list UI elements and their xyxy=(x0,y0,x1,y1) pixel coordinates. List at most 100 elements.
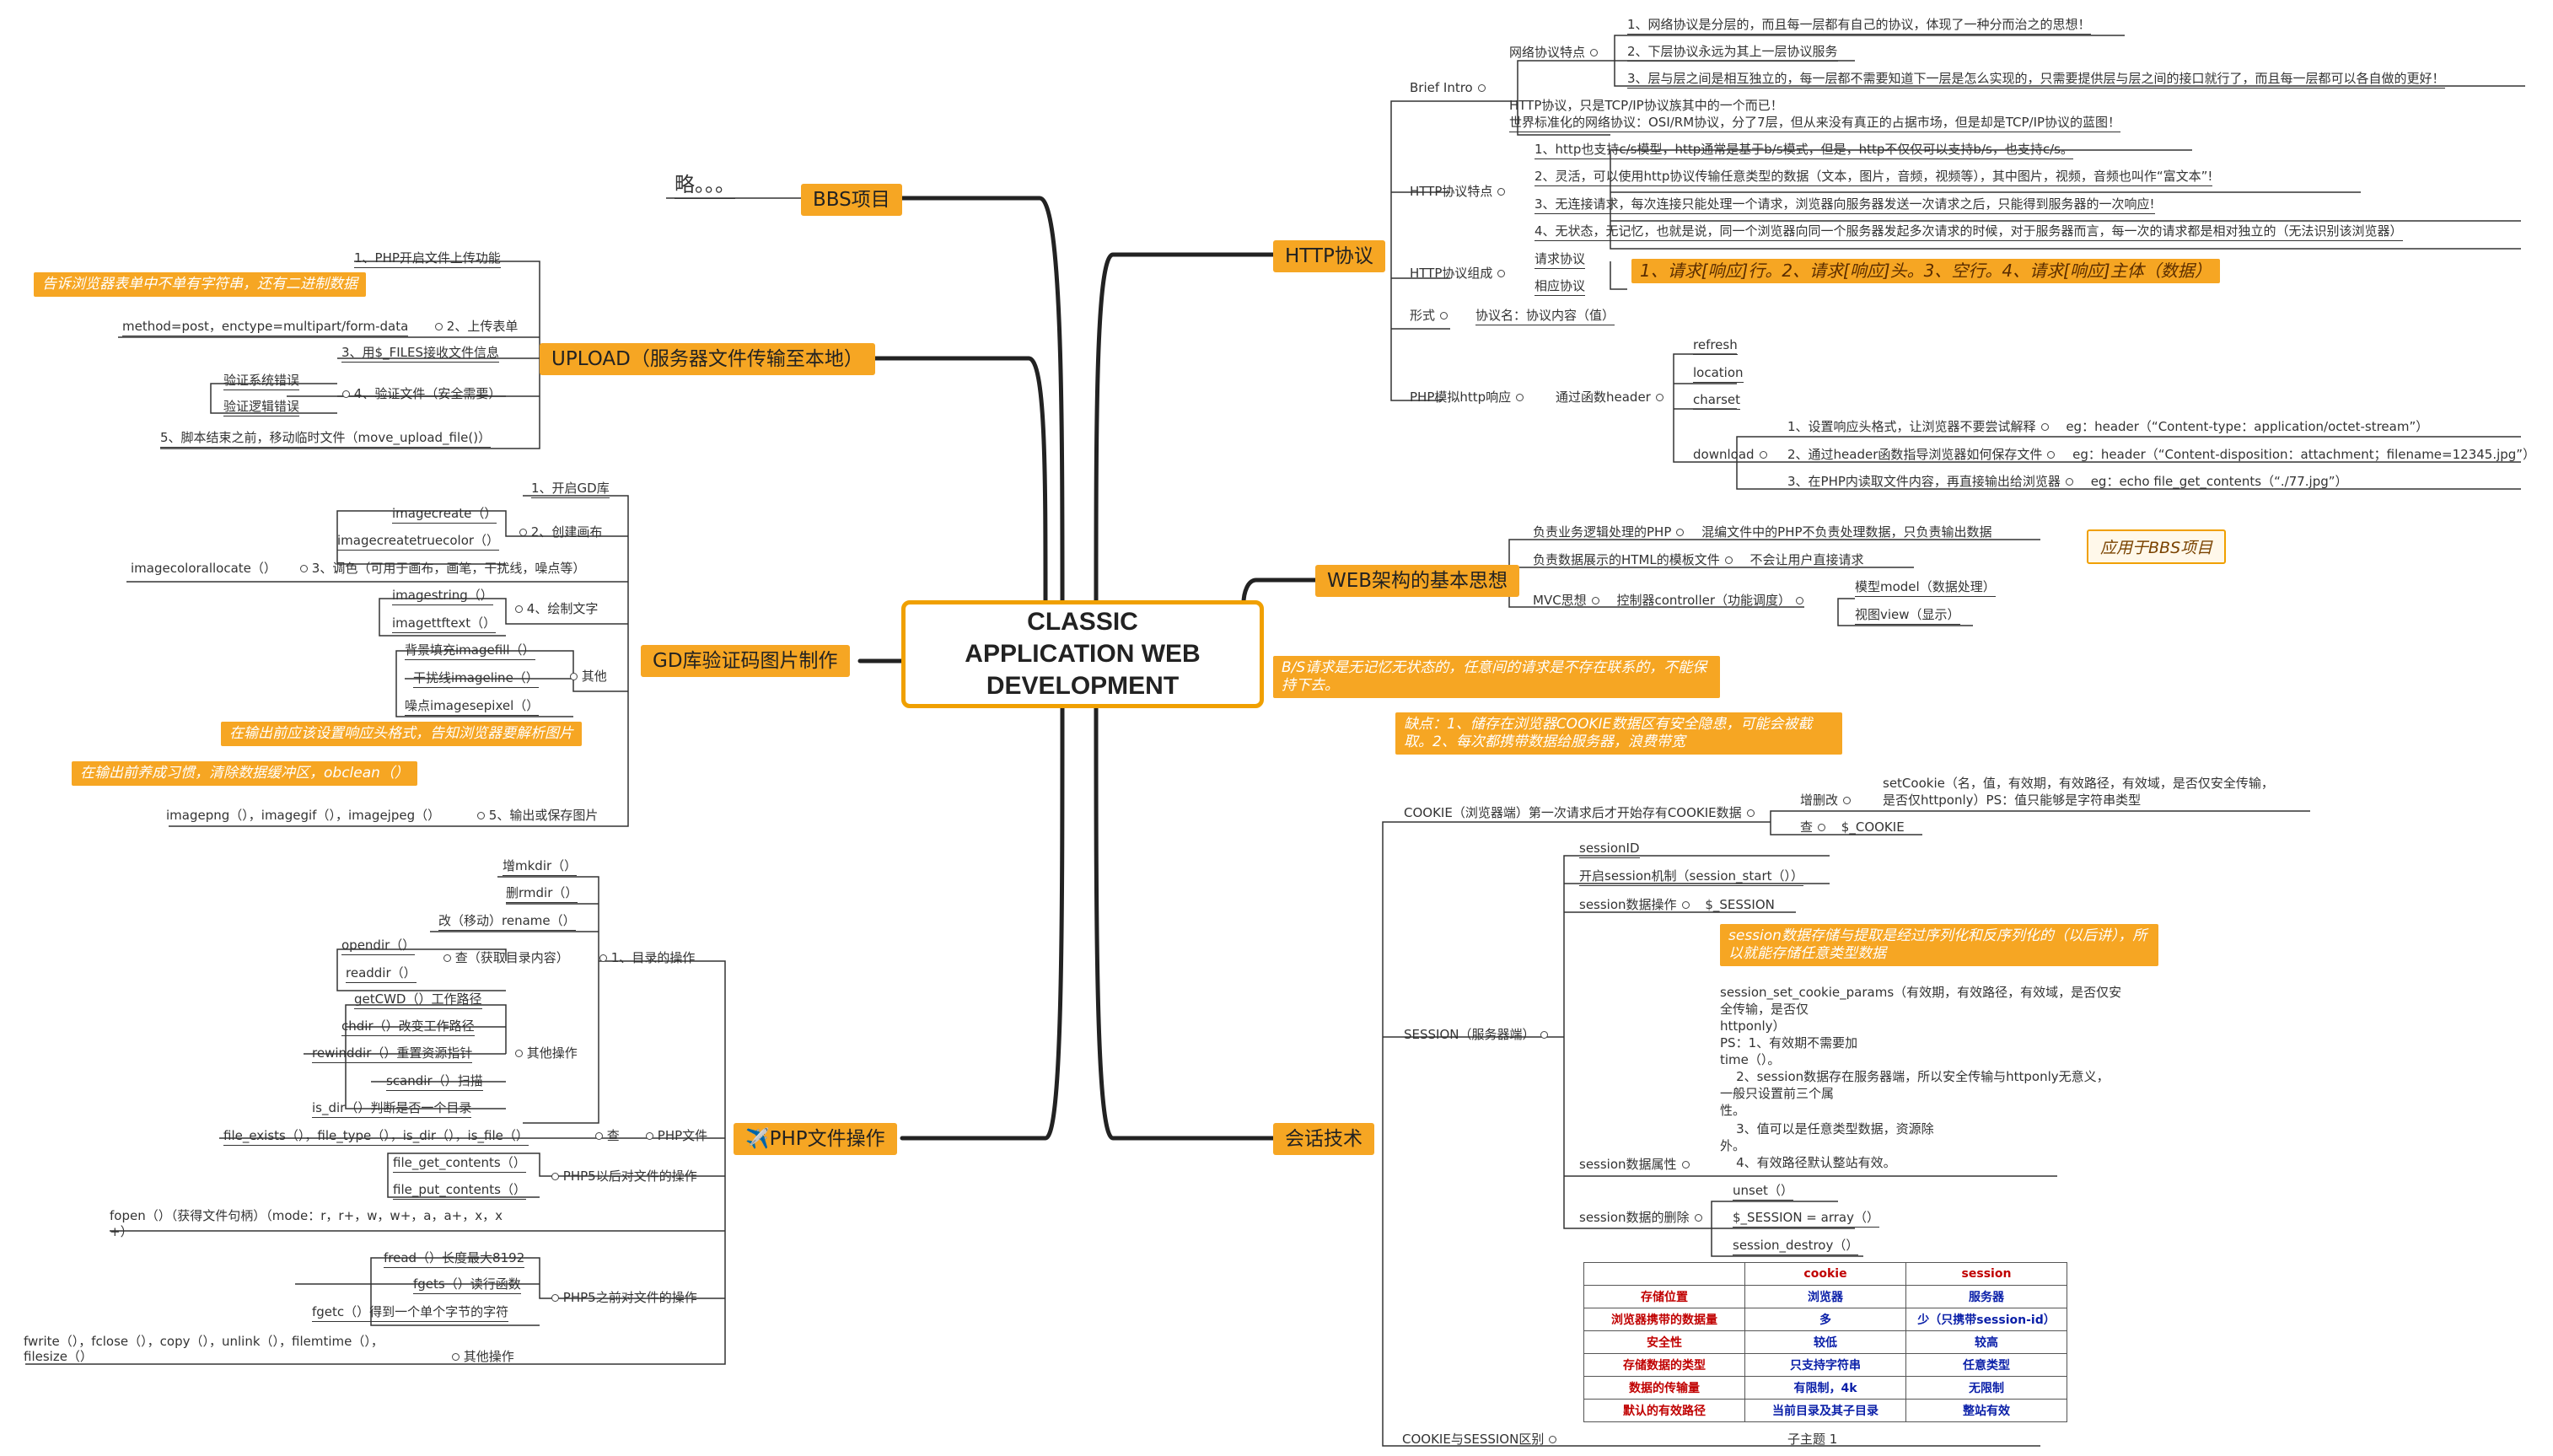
bbs-child[interactable]: 略。。。 xyxy=(675,173,735,199)
session-cookie-get[interactable]: 查 $_COOKIE xyxy=(1800,819,1905,835)
phpfile-fwrite[interactable]: fwrite（），fclose（），copy（），unlink（），filemt… xyxy=(24,1334,384,1349)
http-form-text[interactable]: 协议名：协议内容（值） xyxy=(1475,308,1615,325)
branch-web[interactable]: WEB架构的基本思想 xyxy=(1315,565,1520,597)
session-data-op[interactable]: session数据操作 $_SESSION xyxy=(1579,897,1775,912)
gd-item-5[interactable]: 5、输出或保存图片 xyxy=(472,808,598,823)
http-feature-1[interactable]: 1、http也支持c/s模型，http通常是基于b/s模式，但是，http不仅仅… xyxy=(1534,142,2073,159)
phpfile-query[interactable]: 查（获取目录内容） xyxy=(438,950,569,965)
http-feature-4[interactable]: 4、无状态，无记忆，也就是说，同一个浏览器向同一个服务器发起多次请求的时候，对于… xyxy=(1534,223,2403,241)
http-brief-text-1[interactable]: HTTP协议，只是TCP/IP协议族其中的一个而已！ xyxy=(1509,98,1783,113)
http-request-protocol[interactable]: 请求协议 xyxy=(1534,251,1586,269)
http-feature-3[interactable]: 3、无连接请求，每次连接只能处理一个请求，浏览器向服务器发送一次请求之后，只能得… xyxy=(1534,196,2155,214)
branch-session[interactable]: 会话技术 xyxy=(1273,1123,1374,1155)
root-topic[interactable]: CLASSIC APPLICATION WEB DEVELOPMENT xyxy=(901,600,1264,708)
phpfile-phpfile[interactable]: PHP文件 xyxy=(641,1128,707,1143)
http-header-fn[interactable]: 通过函数header xyxy=(1556,390,1663,405)
branch-bbs[interactable]: BBS项目 xyxy=(801,184,902,216)
http-header-download[interactable]: download xyxy=(1693,447,1767,462)
session-cookie[interactable]: COOKIE（浏览器端）第一次请求后才开始存有COOKIE数据 xyxy=(1404,805,1755,820)
phpfile-chdir[interactable]: chdir（）改变工作路径 xyxy=(341,1018,475,1036)
http-header-location[interactable]: location xyxy=(1693,365,1744,383)
http-form[interactable]: 形式 xyxy=(1410,308,1448,323)
upload-item-4[interactable]: 4、验证文件（安全需要） xyxy=(337,386,501,401)
phpfile-get-contents[interactable]: file_get_contents（） xyxy=(393,1155,526,1173)
phpfile-dir-ops[interactable]: 1、目录的操作 xyxy=(594,950,695,965)
session-delete[interactable]: session数据的删除 xyxy=(1579,1210,1702,1225)
phpfile-mkdir[interactable]: 增mkdir（） xyxy=(503,858,578,876)
web-mvc-model[interactable]: 模型model（数据处理） xyxy=(1855,579,1996,597)
session-unset[interactable]: unset（） xyxy=(1733,1183,1793,1201)
gd-imagecreatetruecolor[interactable]: imagecreatetruecolor（） xyxy=(337,533,500,551)
upload-form-attr[interactable]: method=post，enctype=multipart/form-data xyxy=(122,319,409,336)
phpfile-readdir[interactable]: readdir（） xyxy=(346,965,417,983)
gd-imageline[interactable]: 干扰线imageline（） xyxy=(413,670,539,688)
gd-imagecolorallocate[interactable]: imagecolorallocate（） xyxy=(131,561,277,576)
phpfile-php5-after[interactable]: PHP5以后对文件的操作 xyxy=(546,1169,697,1184)
session-attr-1[interactable]: session_set_cookie_params（有效期，有效路径，有效域，是… xyxy=(1720,985,2122,1000)
http-header-refresh[interactable]: refresh xyxy=(1693,337,1738,355)
gd-imagecreate[interactable]: imagecreate（） xyxy=(392,506,497,524)
phpfile-isdir[interactable]: is_dir（）判断是否一个目录 xyxy=(312,1100,472,1118)
upload-item-2[interactable]: 2、上传表单 xyxy=(430,319,518,334)
session-id[interactable]: sessionID xyxy=(1579,841,1640,858)
http-header-charset[interactable]: charset xyxy=(1693,392,1741,410)
branch-http[interactable]: HTTP协议 xyxy=(1273,240,1385,272)
http-feature-2[interactable]: 2、灵活，可以使用http协议传输任意类型的数据（文本，图片，音频，视频等），其… xyxy=(1534,169,2213,186)
http-net-features[interactable]: 网络协议特点 xyxy=(1509,45,1599,60)
phpfile-check[interactable]: 查 xyxy=(590,1128,620,1143)
gd-item-4[interactable]: 4、绘制文字 xyxy=(510,601,598,616)
phpfile-getcwd[interactable]: getCWD（）工作路径 xyxy=(354,991,482,1009)
web-php-logic[interactable]: 负责业务逻辑处理的PHP 混编文件中的PHP不负责处理数据，只负责输出数据 xyxy=(1533,524,1992,540)
phpfile-fread[interactable]: fread（）长度最大8192 xyxy=(384,1250,525,1268)
phpfile-php5-before[interactable]: PHP5之前对文件的操作 xyxy=(546,1290,697,1305)
session-start[interactable]: 开启session机制（session_start（）） xyxy=(1579,868,1803,886)
upload-item-1[interactable]: 1、PHP开启文件上传功能 xyxy=(354,250,501,268)
gd-item-3[interactable]: 3、调色（可用于画布，画笔，干扰线，噪点等） xyxy=(295,561,585,576)
http-response-protocol[interactable]: 相应协议 xyxy=(1534,278,1586,296)
http-download-3[interactable]: 3、在PHP内读取文件内容，再直接输出给浏览器 eg：echo file_get… xyxy=(1787,474,2348,489)
gd-imagettftext[interactable]: imagettftext（） xyxy=(392,615,497,633)
session-cookie-crud[interactable]: 增删改 xyxy=(1800,792,1852,808)
upload-item-3[interactable]: 3、用$_FILES接收文件信息 xyxy=(341,345,499,363)
session-compare-sub[interactable]: 子主题 1 xyxy=(1787,1432,1838,1447)
phpfile-opendir[interactable]: opendir（） xyxy=(341,938,416,955)
branch-gd[interactable]: GD库验证码图片制作 xyxy=(641,645,850,677)
gd-item-2[interactable]: 2、创建画布 xyxy=(514,524,602,540)
phpfile-fgets[interactable]: fgets（）读行函数 xyxy=(413,1276,521,1294)
http-net-item-2[interactable]: 2、下层协议永远为其上一层协议服务 xyxy=(1627,44,1838,62)
session-attr[interactable]: session数据属性 xyxy=(1579,1157,1690,1172)
http-net-item-1[interactable]: 1、网络协议是分层的，而且每一层都有自己的协议，体现了一种分而治之的思想！ xyxy=(1627,17,2091,35)
upload-item-5[interactable]: 5、脚本结束之前，移动临时文件（move_upload_file()） xyxy=(160,430,492,448)
session-array-reset[interactable]: $_SESSION = array（） xyxy=(1733,1210,1879,1228)
phpfile-fgetc[interactable]: fgetc（）得到一个单个字节的字符 xyxy=(312,1304,509,1322)
http-features[interactable]: HTTP协议特点 xyxy=(1410,184,1506,199)
gd-imagesepixel[interactable]: 噪点imagesepixel（） xyxy=(405,698,540,716)
phpfile-other-dir[interactable]: 其他操作 xyxy=(510,1045,578,1061)
http-compose[interactable]: HTTP协议组成 xyxy=(1410,266,1506,281)
upload-sys-error[interactable]: 验证系统错误 xyxy=(223,373,300,390)
gd-output-funcs[interactable]: imagepng（），imagegif（），imagejpeg（） xyxy=(166,808,441,823)
gd-imagestring[interactable]: imagestring（） xyxy=(392,588,493,605)
session-compare[interactable]: COOKIE与SESSION区别 xyxy=(1402,1432,1557,1447)
http-download-2[interactable]: 2、通过header函数指导浏览器如何保存文件 eg：header（“Conte… xyxy=(1787,447,2535,462)
gd-item-1[interactable]: 1、开启GD库 xyxy=(531,481,610,498)
http-brief[interactable]: Brief Intro xyxy=(1410,80,1486,95)
session-cookie-set[interactable]: setCookie（名，值，有效期，有效路径，有效域，是否仅安全传输， xyxy=(1883,776,2274,791)
upload-logic-error[interactable]: 验证逻辑错误 xyxy=(223,399,300,416)
phpfile-put-contents[interactable]: file_put_contents（） xyxy=(393,1182,526,1200)
phpfile-rewinddir[interactable]: rewinddir（）重置资源指针 xyxy=(312,1045,473,1063)
phpfile-other-ops[interactable]: 其他操作 xyxy=(447,1349,514,1364)
phpfile-fopen[interactable]: fopen（）（获得文件句柄）（mode：r，r+，w，w+，a，a+，x，x xyxy=(110,1208,503,1223)
http-mock[interactable]: PHP模拟http响应 xyxy=(1410,390,1524,405)
http-net-item-3[interactable]: 3、层与层之间是相互独立的，每一层都不需要知道下一层是怎么实现的，只需要提供层与… xyxy=(1627,71,2445,89)
gd-other[interactable]: 其他 xyxy=(565,669,607,684)
http-download-1[interactable]: 1、设置响应头格式，让浏览器不要尝试解释 eg：header（“Content-… xyxy=(1787,419,2428,434)
http-brief-text-2[interactable]: 世界标准化的网络协议：OSI/RM协议，分了7层，但从来没有真正的占据市场，但是… xyxy=(1509,115,2121,132)
gd-imagefill[interactable]: 背景填充imagefill（） xyxy=(405,642,535,660)
phpfile-scandir[interactable]: scandir（）扫描 xyxy=(386,1073,483,1091)
web-html-template[interactable]: 负责数据展示的HTML的模板文件 不会让用户直接请求 xyxy=(1533,552,1864,567)
session-server[interactable]: SESSION（服务器端） xyxy=(1404,1027,1548,1042)
phpfile-rmdir[interactable]: 删rmdir（） xyxy=(506,885,578,903)
web-mvc[interactable]: MVC思想 控制器controller（功能调度） xyxy=(1533,593,1804,608)
phpfile-exists[interactable]: file_exists（），file_type（），is_dir（），is_fi… xyxy=(223,1128,529,1146)
